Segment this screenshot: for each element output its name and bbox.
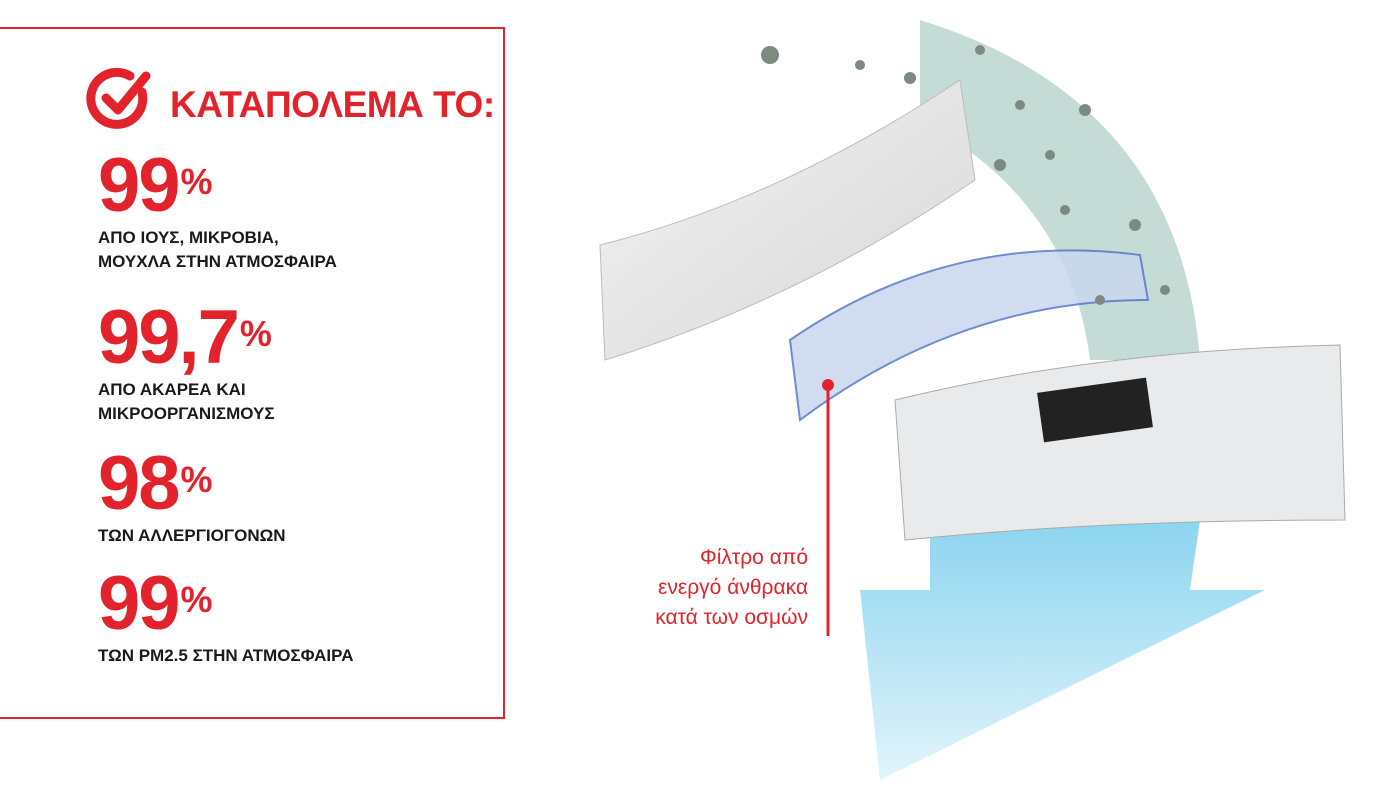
heading-title: ΚΑΤΑΠΟΛΕΜΑ ΤΟ: [170, 84, 495, 125]
stat-value: 98 [98, 441, 181, 526]
features-box [0, 27, 505, 719]
caption-line: κατά των οσμών [655, 606, 808, 629]
caption-line: ενεργό άνθρακα [658, 576, 808, 599]
stat-value: 99,7 [98, 295, 240, 380]
stat-value: 99 [98, 143, 181, 228]
stat-desc: ΜΙΚΡΟΟΡΓΑΝΙΣΜΟΥΣ [98, 404, 275, 423]
stat-desc: ΜΟΥΧΛΑ ΣΤΗΝ ΑΤΜΟΣΦΑΙΡΑ [98, 252, 337, 271]
stat-desc: ΤΩΝ PM2.5 ΣΤΗΝ ΑΤΜΟΣΦΑΙΡΑ [98, 646, 354, 665]
stat-viruses: 99% ΑΠΟ ΙΟΥΣ, ΜΙΚΡΟΒΙΑ,ΜΟΥΧΛΑ ΣΤΗΝ ΑΤΜΟΣ… [98, 148, 337, 274]
stat-unit: % [180, 161, 213, 202]
stat-desc: ΑΠΟ ΙΟΥΣ, ΜΙΚΡΟΒΙΑ, [98, 228, 279, 247]
stat-value: 99 [98, 561, 181, 646]
stat-pm25: 99% ΤΩΝ PM2.5 ΣΤΗΝ ΑΤΜΟΣΦΑΙΡΑ [98, 566, 354, 668]
stat-unit: % [180, 459, 213, 500]
check-circle-icon [86, 67, 151, 129]
stat-desc: ΑΠΟ ΑΚΑΡΕΑ ΚΑΙ [98, 380, 246, 399]
caption-line: Φίλτρο από [700, 546, 808, 569]
stat-unit: % [239, 313, 272, 354]
filter-caption: Φίλτρο από ενεργό άνθρακα κατά των οσμών [655, 543, 808, 633]
air-conditioner-illustration [599, 20, 1346, 780]
stat-desc: ΤΩΝ ΑΛΛΕΡΓΙΟΓΟΝΩΝ [98, 526, 286, 545]
stat-unit: % [180, 579, 213, 620]
stat-allergens: 98% ΤΩΝ ΑΛΛΕΡΓΙΟΓΟΝΩΝ [98, 446, 286, 548]
heading: ΚΑΤΑΠΟΛΕΜΑ ΤΟ: [84, 62, 495, 134]
